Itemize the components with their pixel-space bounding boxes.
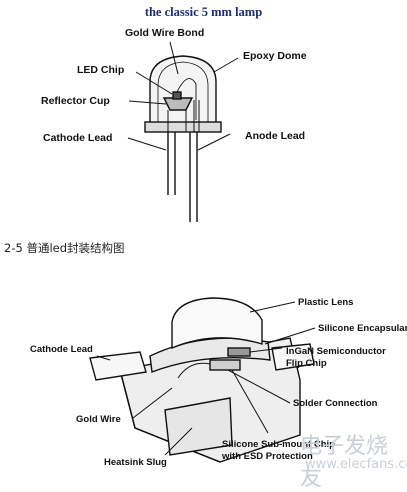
gold-wire-bond-shape (176, 78, 197, 120)
lamp-diagram: Gold Wire Bond Epoxy Dome LED Chip Refle… (41, 27, 307, 222)
label-epoxy-dome: Epoxy Dome (243, 50, 307, 62)
led-chip-shape (172, 91, 182, 100)
heatsink-slug-shape (164, 397, 233, 456)
cathode-lead-shape (167, 132, 176, 195)
label-submount-line1: Silicone Sub-mount Chip (222, 439, 335, 450)
power-led-diagram: Plastic Lens Silicone Encapsulant InGaN … (30, 297, 407, 468)
label-reflector-cup: Reflector Cup (41, 95, 110, 107)
label-cathode-lead-bottom: Cathode Lead (30, 344, 93, 355)
label-gold-wire: Gold Wire (76, 414, 121, 425)
lamp-diagram-title: the classic 5 mm lamp (144, 5, 263, 19)
label-solder-connection: Solder Connection (293, 398, 378, 409)
diagram-canvas: the classic 5 mm lamp (4, 5, 407, 491)
cathode-lead-tab (89, 351, 147, 381)
label-plastic-lens: Plastic Lens (298, 297, 353, 308)
gold-wire-shape (177, 362, 211, 379)
anode-lead-shape (189, 132, 198, 222)
figure-caption: 2-5 普通led封装结构图 (4, 241, 125, 255)
label-ingan-chip-line1: InGaN Semiconductor (286, 346, 386, 357)
flip-chip-shape (227, 347, 251, 357)
label-silicone-encapsulant: Silicone Encapsulant (318, 323, 407, 334)
lamp-flange (144, 121, 222, 133)
label-ingan-chip-line2: Flip Chip (286, 358, 327, 369)
label-gold-wire-bond: Gold Wire Bond (125, 27, 204, 39)
label-heatsink-slug: Heatsink Slug (104, 457, 167, 468)
label-anode-lead: Anode Lead (245, 130, 305, 142)
submount-chip-shape (209, 359, 241, 371)
label-cathode-lead: Cathode Lead (43, 132, 112, 144)
label-submount-line2: with ESD Protection (221, 451, 313, 462)
plastic-lens-shape (171, 297, 263, 350)
watermark-url: www.elecfans.com (305, 457, 407, 472)
label-led-chip: LED Chip (77, 64, 124, 76)
epoxy-dome-shape (149, 55, 217, 129)
